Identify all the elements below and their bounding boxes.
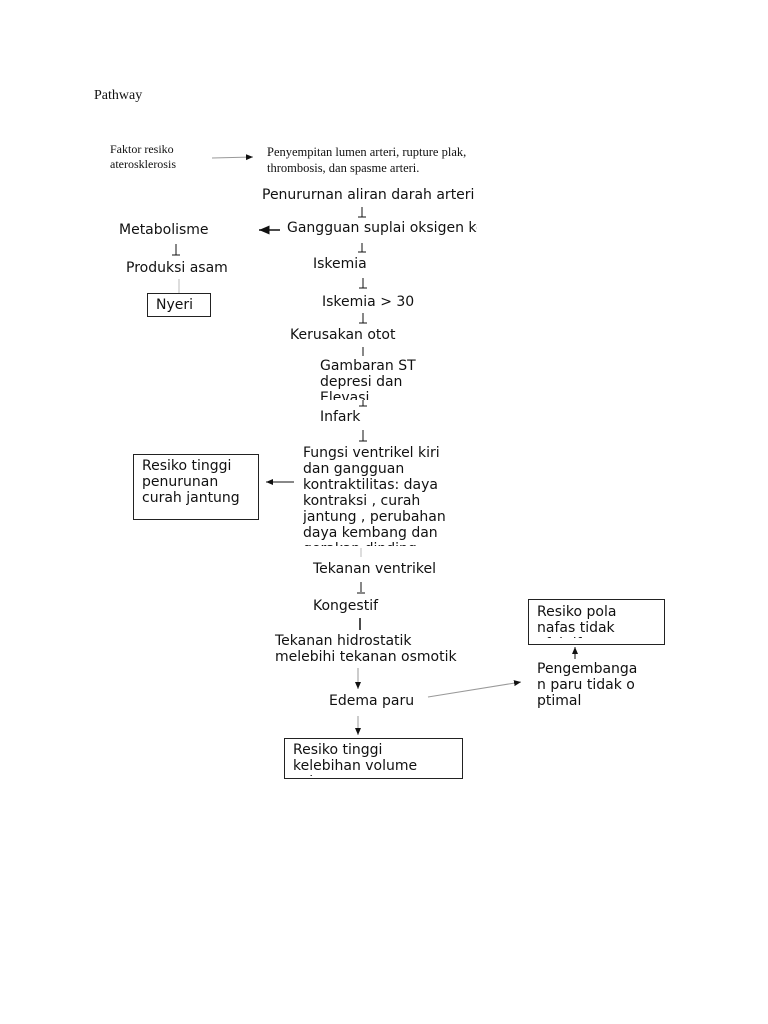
page-title: Pathway bbox=[94, 88, 143, 103]
node-ventricular-pressure: Tekanan ventrikel bbox=[313, 561, 437, 577]
node-breathing-risk: Resiko pola nafas tidak efektif bbox=[537, 604, 617, 638]
node-ischemia-30: Iskemia > 30 bbox=[322, 294, 415, 310]
node-lung-expansion: Pengembangan paru tidak optimal bbox=[537, 661, 638, 709]
node-volume-risk: Resiko tinggi kelebihan volume cairan bbox=[293, 742, 418, 776]
node-lv-function: Fungsi ventrikel kiri dan gangguan kontr… bbox=[303, 445, 446, 546]
node-pain: Nyeri bbox=[156, 297, 194, 313]
node-infarct: Infark bbox=[320, 409, 361, 425]
node-pain-box: Nyeri bbox=[147, 293, 211, 317]
arrow-risk-to-narrowing bbox=[211, 154, 254, 161]
node-risk-factor: Faktor resiko aterosklerosis bbox=[110, 142, 176, 171]
node-narrowing: Penyempitan lumen arteri, rupture plak, … bbox=[267, 145, 467, 175]
node-cardiac-output-risk: Resiko tinggi penurunan curah jantung bbox=[142, 458, 240, 506]
node-metabolism: Metabolisme bbox=[119, 222, 209, 238]
node-lung-edema: Edema paru bbox=[329, 693, 415, 709]
arrow-edema-to-expansion bbox=[427, 680, 522, 698]
node-reduced-flow: Penururnan aliran darah arteri bbox=[262, 187, 475, 203]
node-hydrostatic: Tekanan hidrostatik melebihi tekanan osm… bbox=[275, 633, 457, 665]
node-st-depression: Gambaran ST depresi dan Elevasi bbox=[320, 358, 416, 400]
node-cardiac-risk-box: Resiko tinggi penurunan curah jantung bbox=[133, 454, 259, 520]
node-ischemia: Iskemia bbox=[313, 256, 367, 272]
node-breathing-risk-box: Resiko pola nafas tidak efektif bbox=[528, 599, 665, 645]
node-congestion: Kongestif bbox=[313, 598, 379, 614]
node-muscle-damage: Kerusakan otot bbox=[290, 327, 396, 343]
node-o2-supply: Gangguan suplai oksigen ke jaringan bbox=[287, 220, 477, 236]
node-volume-risk-box: Resiko tinggi kelebihan volume cairan bbox=[284, 738, 463, 779]
node-acid: Produksi asam bbox=[126, 260, 228, 276]
